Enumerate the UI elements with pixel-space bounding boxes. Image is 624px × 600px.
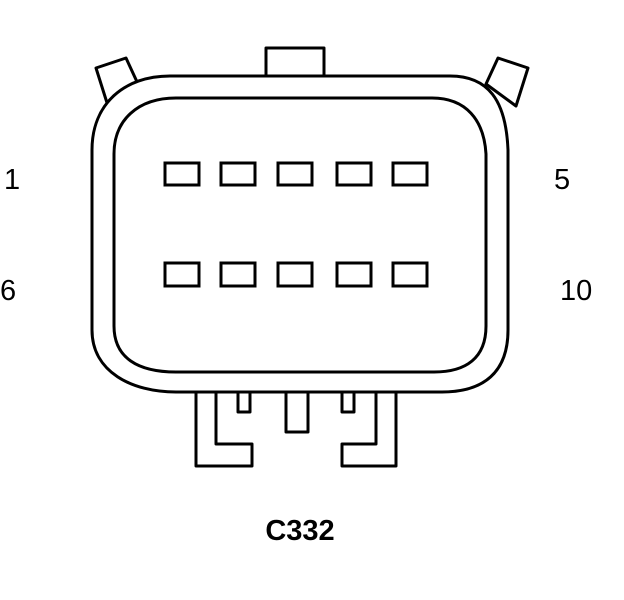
- connector-inner-face: [112, 96, 488, 374]
- right-corner-latch: [484, 56, 530, 108]
- pin-cavity-3: [276, 161, 314, 187]
- pin-cavity-10: [391, 261, 429, 288]
- connector-id-label: C332: [265, 515, 334, 547]
- pin-cavity-4: [335, 161, 373, 187]
- bottom-left-post: [236, 390, 252, 414]
- pin-label-6: 6: [0, 275, 16, 307]
- pin-cavity-6: [163, 261, 201, 288]
- pin-cavity-9: [335, 261, 373, 288]
- pin-cavity-2: [219, 161, 257, 187]
- bottom-right-lock-arm: [340, 390, 398, 468]
- pin-label-10: 10: [560, 275, 592, 307]
- pin-cavity-5: [391, 161, 429, 187]
- pin-row-bottom: [163, 261, 429, 288]
- pin-row-top: [163, 161, 429, 187]
- bottom-center-key: [284, 390, 310, 434]
- pin-cavity-7: [219, 261, 257, 288]
- pin-label-5: 5: [554, 164, 570, 196]
- pin-label-1: 1: [4, 164, 20, 196]
- pin-cavity-8: [276, 261, 314, 288]
- bottom-left-lock-arm: [194, 390, 254, 468]
- pin-cavity-1: [163, 161, 201, 187]
- bottom-right-post: [340, 390, 356, 414]
